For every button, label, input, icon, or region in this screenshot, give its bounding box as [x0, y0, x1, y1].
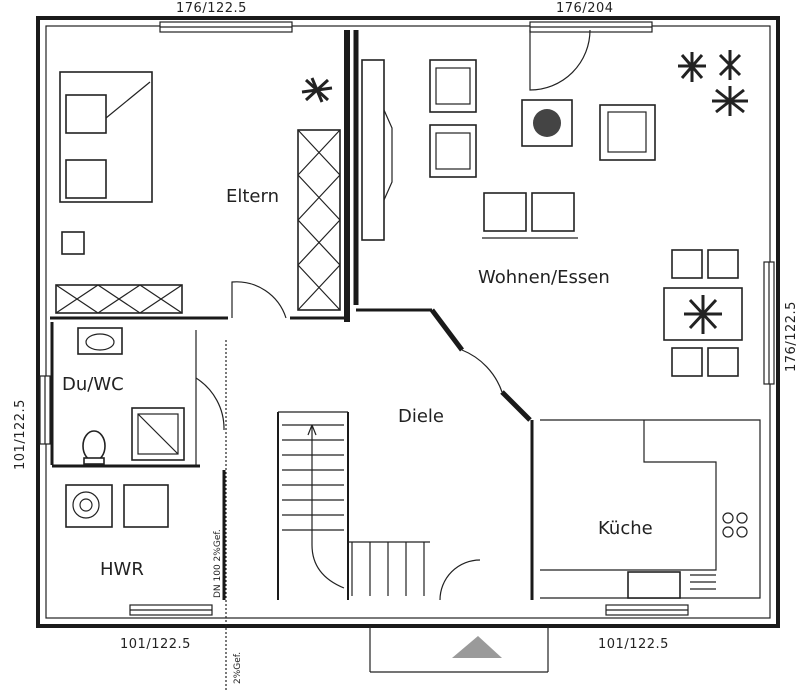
room-label-wohnen-essen: Wohnen/Essen [478, 267, 610, 288]
armchairs [429, 59, 656, 178]
door-diele [461, 349, 503, 393]
dim-right-window: 176/122.5 [784, 301, 799, 372]
wardrobe-bottom [55, 284, 183, 314]
room-label-kueche: Küche [598, 518, 653, 539]
door-du-wc [195, 377, 225, 431]
windows [39, 21, 775, 616]
dining [663, 249, 743, 377]
dim-bottom-right-window: 101/122.5 [598, 637, 669, 652]
bed [59, 71, 153, 255]
wardrobe-right [297, 129, 341, 311]
room-label-hwr: HWR [100, 559, 144, 580]
annotation-slope: 2%Gef. [233, 652, 243, 684]
sofa [482, 192, 578, 239]
stairs [282, 424, 430, 596]
door-eltern [231, 281, 287, 319]
coffee-table [521, 99, 573, 147]
dim-top-left-window: 176/122.5 [176, 1, 247, 16]
room-label-du-wc: Du/WC [62, 374, 124, 395]
plants-wohnen [678, 50, 748, 116]
annotation-pipe: DN 100 2%Gef. [213, 529, 223, 598]
sink [77, 327, 123, 355]
shower [131, 407, 185, 461]
toilet [82, 430, 106, 465]
room-label-diele: Diele [398, 406, 444, 427]
entrance [369, 559, 549, 673]
washer [65, 484, 169, 528]
dim-top-right-window: 176/204 [556, 1, 614, 16]
dim-left-window: 101/122.5 [13, 399, 28, 470]
plant-eltern [301, 77, 333, 103]
dim-bottom-left-window: 101/122.5 [120, 637, 191, 652]
room-label-eltern: Eltern [226, 186, 279, 207]
sideboard [361, 59, 393, 241]
kitchen-counters [540, 419, 761, 599]
interior-walls [50, 30, 534, 600]
door-wohnen [529, 29, 591, 91]
